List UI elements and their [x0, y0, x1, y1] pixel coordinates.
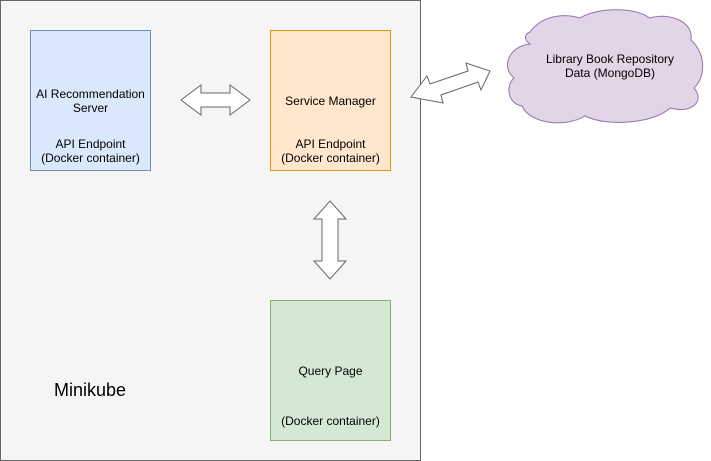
ai-recommendation-server-node: AI Recommendation Server API Endpoint (D…	[30, 30, 151, 171]
service-manager-to-query-page-arrow	[312, 200, 348, 280]
service-manager-sub-line1: API Endpoint	[295, 137, 366, 151]
ai-to-service-manager-arrow	[180, 84, 251, 116]
service-manager-node: Service Manager API Endpoint (Docker con…	[270, 30, 391, 171]
repository-line2: Data (MongoDB)	[564, 66, 656, 80]
query-page-sub: (Docker container)	[281, 414, 380, 428]
service-manager-title: Service Manager	[285, 94, 376, 108]
ai-server-sub-line2: (Docker container)	[41, 151, 140, 165]
cluster-label: Minikube	[54, 380, 127, 400]
query-page-title: Query Page	[298, 364, 363, 378]
ai-server-title-line2: Server	[72, 101, 109, 115]
repository-node: Library Book Repository Data (MongoDB)	[510, 52, 710, 80]
service-manager-sub-line2: (Docker container)	[281, 151, 380, 165]
query-page-node: Query Page (Docker container)	[270, 300, 391, 441]
repository-cloud-shape	[507, 9, 704, 124]
repository-line1: Library Book Repository	[545, 52, 675, 66]
ai-server-sub-line1: API Endpoint	[55, 137, 126, 151]
ai-server-title-line1: AI Recommendation	[36, 87, 145, 101]
service-manager-to-repository-arrow	[410, 62, 491, 104]
